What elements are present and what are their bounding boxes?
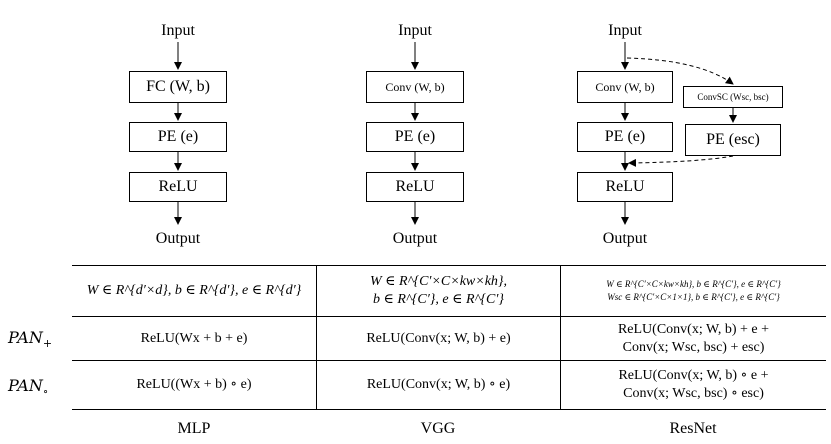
mlp-input-label: Input [161, 22, 195, 39]
mlp-relu-box: ReLU [129, 172, 227, 202]
table-bottom-rule [72, 409, 826, 410]
table-rule-2 [72, 360, 826, 361]
vgg-conv-box: Conv (W, b) [366, 71, 464, 103]
column-label-resnet: ResNet [669, 420, 717, 437]
row-label-pan-plus: PAN+ [8, 328, 53, 351]
cell-plus-mlp: ReLU(Wx + b + e) [140, 330, 248, 346]
column-label-mlp: MLP [177, 420, 211, 437]
cell-params-resnet: W ∈ R^{C′×C×kw×kh}, b ∈ R^{C′}, e ∈ R^{C… [606, 279, 781, 302]
vgg-pe-box: PE (e) [366, 122, 464, 152]
cell-circ-resnet: ReLU(Conv(x; W, b) ∘ e + Conv(x; Wsc, bs… [618, 368, 769, 401]
resnet-pe-box: PE (e) [577, 122, 673, 152]
row-label-pan-circ: PAN∘ [8, 376, 49, 399]
resnet-arrows [621, 42, 737, 225]
table-col-divider-1 [316, 265, 317, 409]
cell-plus-resnet: ReLU(Conv(x; W, b) + e + Conv(x; Wsc, bs… [617, 321, 770, 355]
resnet-convsc-box: ConvSC (Wsc, bsc) [683, 86, 783, 108]
table-col-divider-2 [560, 265, 561, 409]
resnet-relu-box: ReLU [577, 172, 673, 202]
column-label-vgg: VGG [420, 420, 456, 437]
mlp-fc-box: FC (W, b) [129, 71, 227, 103]
cell-plus-vgg: ReLU(Conv(x; W, b) + e) [366, 330, 511, 346]
mlp-pe-box: PE (e) [129, 122, 227, 152]
cell-circ-mlp: ReLU((Wx + b) ∘ e) [136, 377, 252, 392]
cell-params-mlp: W ∈ R^{d′×d}, b ∈ R^{d′}, e ∈ R^{d′} [86, 283, 302, 298]
cell-params-vgg: W ∈ R^{C′×C×kw×kh}, b ∈ R^{C′}, e ∈ R^{C… [369, 274, 508, 307]
vgg-output-label: Output [392, 230, 438, 247]
resnet-input-label: Input [608, 22, 642, 39]
resnet-pe-sc-box: PE (esc) [685, 124, 781, 156]
vgg-relu-box: ReLU [366, 172, 464, 202]
cell-circ-vgg: ReLU(Conv(x; W, b) ∘ e) [366, 377, 511, 392]
mlp-output-label: Output [155, 230, 201, 247]
resnet-conv-box: Conv (W, b) [577, 71, 673, 103]
table-rule-1 [72, 316, 826, 317]
vgg-input-label: Input [398, 22, 432, 39]
resnet-output-label: Output [602, 230, 648, 247]
table-top-rule [72, 265, 826, 266]
